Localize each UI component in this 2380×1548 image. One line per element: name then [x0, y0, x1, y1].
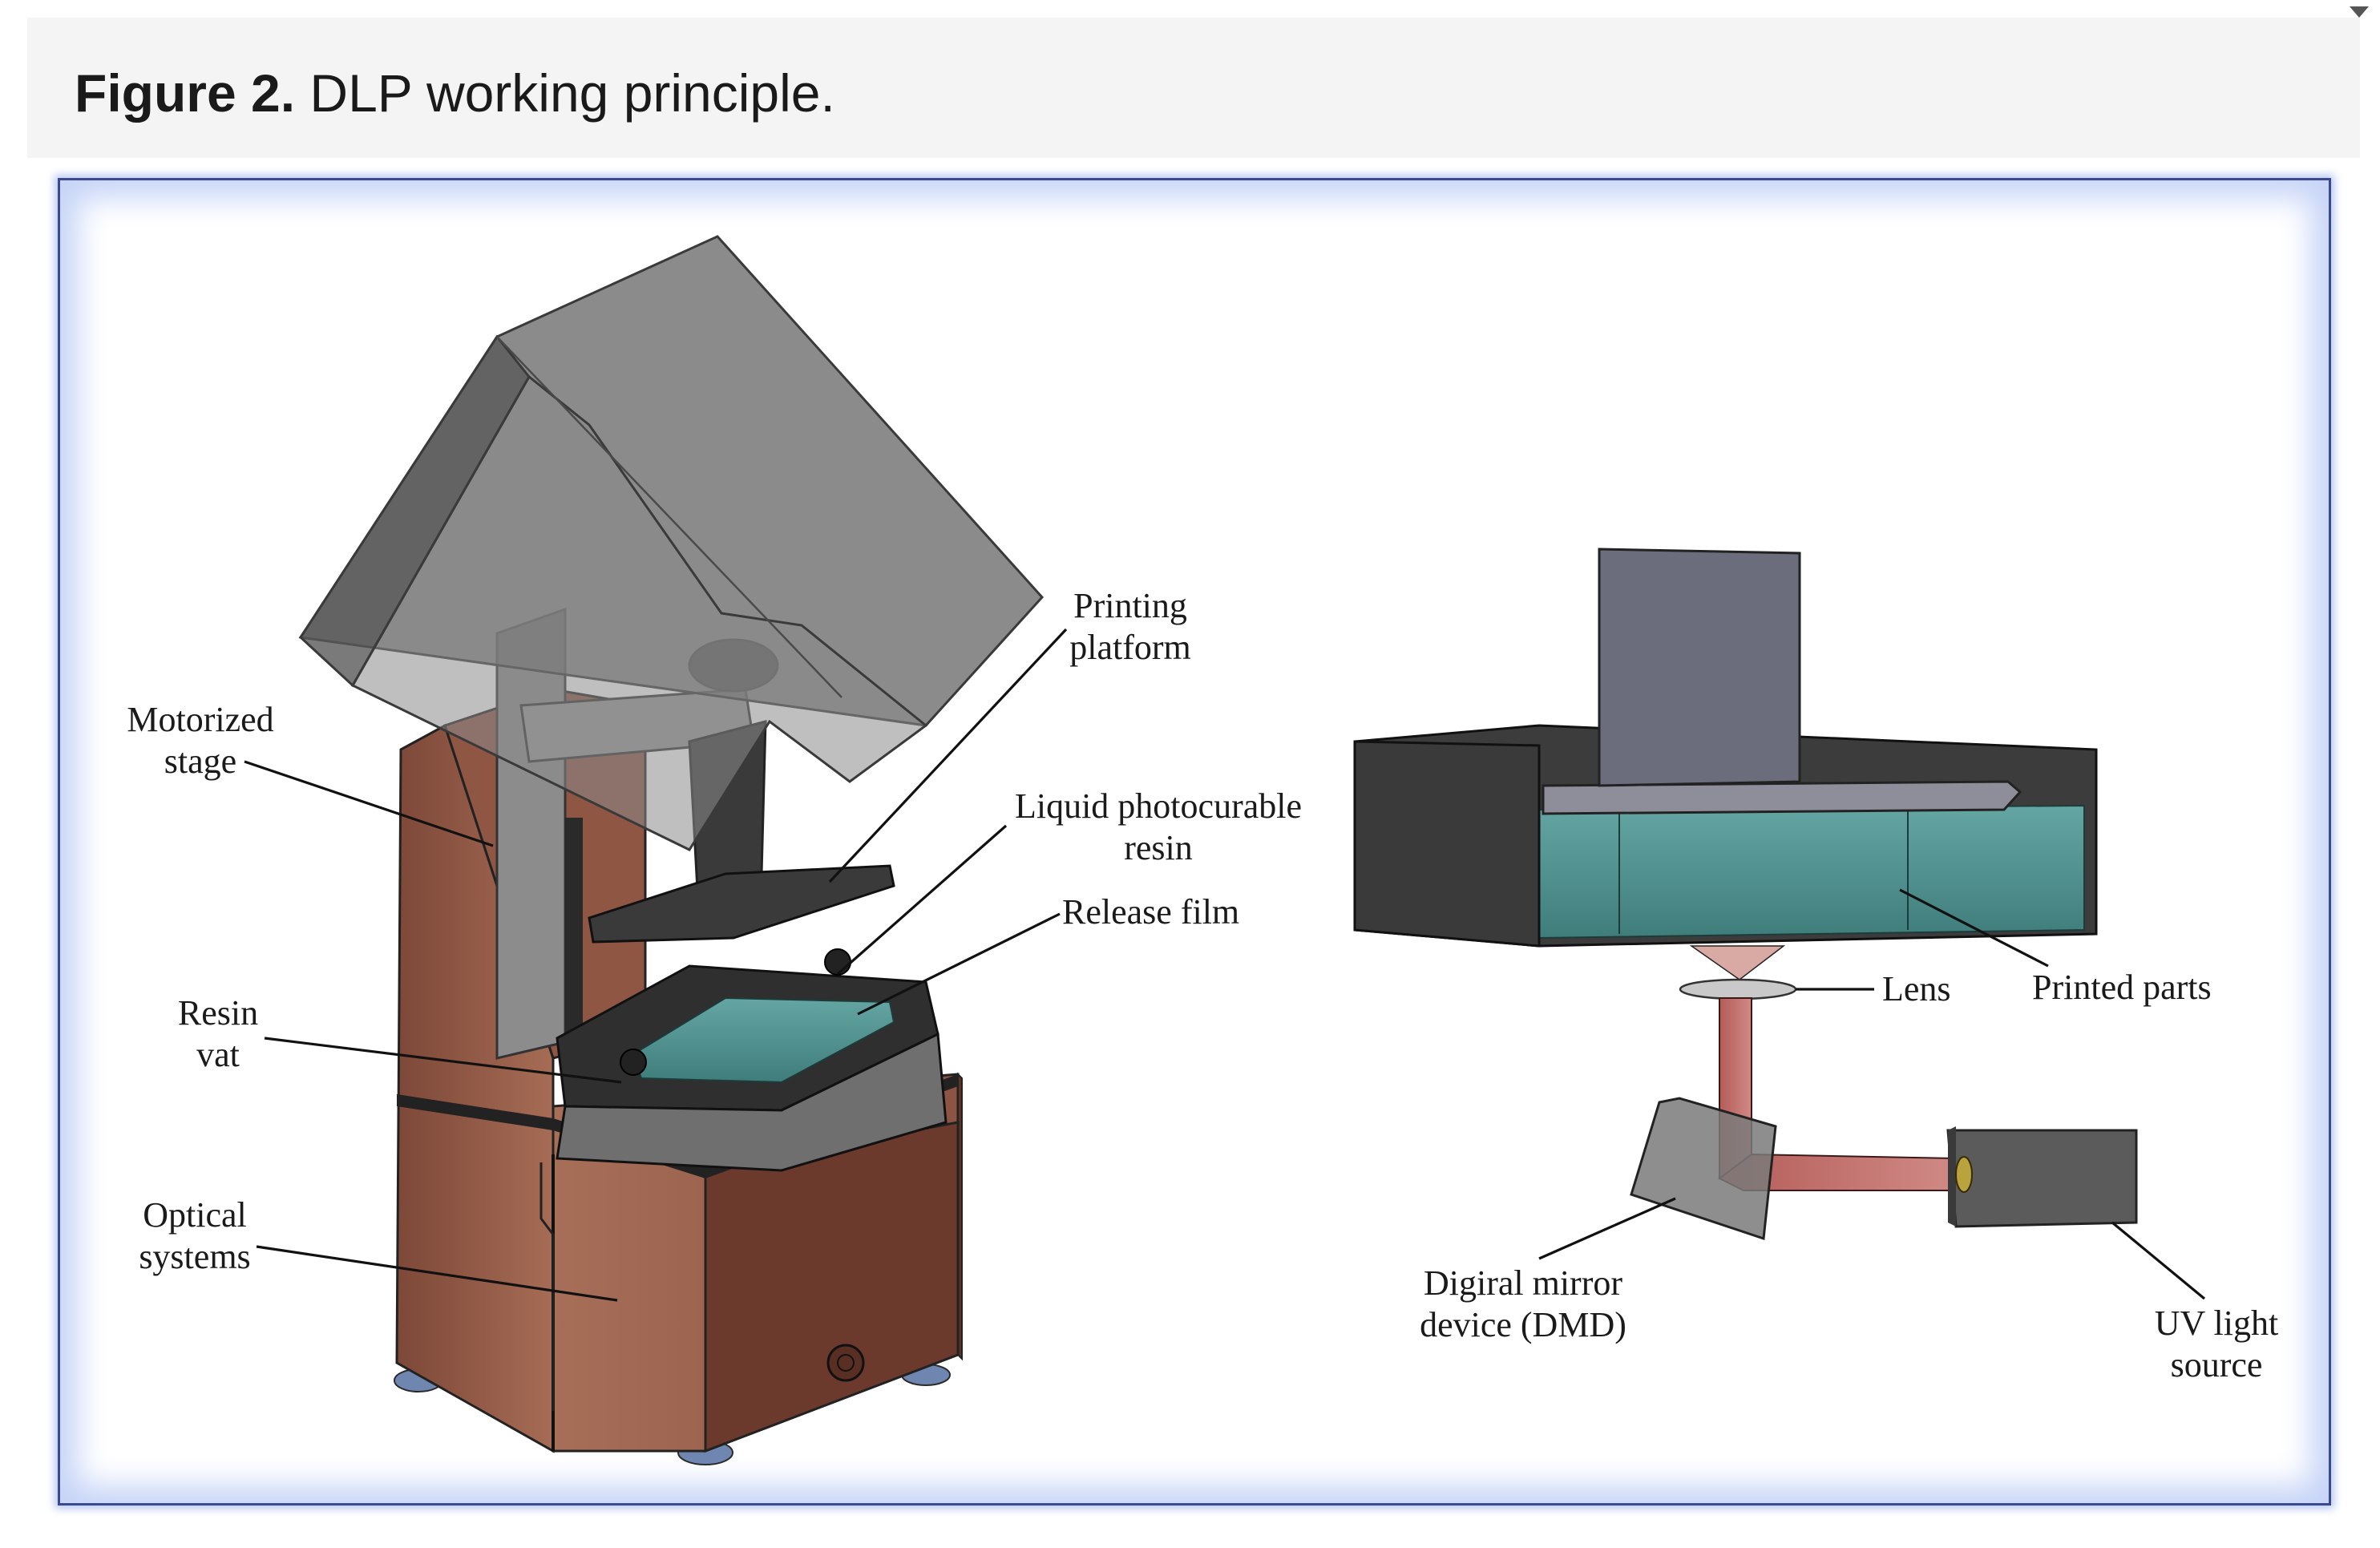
vat-screw-icon: [620, 1049, 647, 1076]
label-text: resin: [1124, 828, 1193, 867]
lens-icon: [1679, 978, 1797, 1000]
figure-label: Figure 2.: [75, 63, 296, 123]
label-dmd: Digiral mirror device (DMD): [1420, 1197, 1676, 1344]
build-plate: [1542, 780, 2022, 815]
dlp-schematic: [1353, 548, 2138, 1241]
power-button-ring: [837, 1354, 855, 1372]
leader-line: [256, 1245, 618, 1302]
label-lens: Lens: [1796, 969, 1951, 1008]
label-text: Liquid photocurable: [1015, 786, 1302, 826]
label-uv-source: UV light source: [2111, 1221, 2278, 1384]
label-optical-systems: Optical systems: [139, 1195, 618, 1302]
label-motorized-stage: Motorized stage: [127, 700, 494, 847]
leader-line: [264, 1037, 622, 1084]
dmd-mirror: [1630, 1097, 1777, 1241]
uv-source-box: [1946, 1129, 2138, 1228]
corner-arrow-icon: [2350, 6, 2369, 18]
printer-housing-right: [704, 1121, 960, 1453]
leader-line: [2111, 1221, 2206, 1300]
figure-title: DLP working principle.: [309, 63, 835, 123]
leader-line: [836, 824, 1008, 976]
figure-caption: Figure 2. DLP working principle.: [75, 63, 835, 123]
label-text: Motorized: [127, 700, 273, 739]
label-text: source: [2171, 1345, 2263, 1384]
resin-vat-liquid: [632, 996, 895, 1084]
label-text: stage: [164, 742, 236, 781]
label-text: Digiral mirror: [1424, 1263, 1622, 1303]
leader-line: [857, 912, 1061, 1016]
projection-cone: [1689, 945, 1786, 980]
label-text: UV light: [2155, 1303, 2278, 1343]
leader-line: [244, 760, 494, 847]
tank-left-wall: [1353, 740, 1541, 948]
caption-band: [27, 18, 2360, 158]
label-text: vat: [196, 1035, 240, 1074]
printing-platform: [588, 864, 895, 944]
z-stage-block: [1598, 548, 1801, 787]
label-printing-platform: Printing platform: [828, 586, 1191, 883]
label-text: platform: [1069, 628, 1191, 667]
printer-cover-edge: [496, 336, 842, 698]
printer-seam-bend: [539, 1162, 555, 1411]
leader-line: [1899, 888, 2049, 968]
label-printed-parts: Printed parts: [1899, 888, 2212, 1007]
label-text: Printed parts: [2032, 968, 2212, 1007]
lead-screw: [565, 818, 583, 1042]
label-release-film: Release film: [857, 892, 1239, 1016]
label-text: device (DMD): [1420, 1305, 1626, 1344]
label-text: Lens: [1882, 969, 1951, 1008]
leader-line: [1538, 1197, 1676, 1260]
tank-resin: [1538, 804, 2085, 940]
label-text: Optical: [143, 1195, 247, 1235]
label-text: systems: [139, 1237, 250, 1276]
label-resin-vat: Resin vat: [178, 993, 622, 1084]
power-button-icon: [826, 1344, 865, 1382]
label-text: Printing: [1073, 586, 1187, 625]
label-liquid-resin: Liquid photocurable resin: [836, 786, 1302, 976]
printer-illustration: [298, 235, 1045, 1465]
uv-source-face: [1948, 1126, 1956, 1227]
leader-line: [828, 628, 1068, 883]
label-text: Resin: [178, 993, 258, 1033]
label-text: Release film: [1062, 892, 1239, 932]
uv-emitter-icon: [1955, 1156, 1973, 1193]
resin-vat-body: [556, 1032, 948, 1172]
vat-screw-icon: [824, 948, 851, 976]
